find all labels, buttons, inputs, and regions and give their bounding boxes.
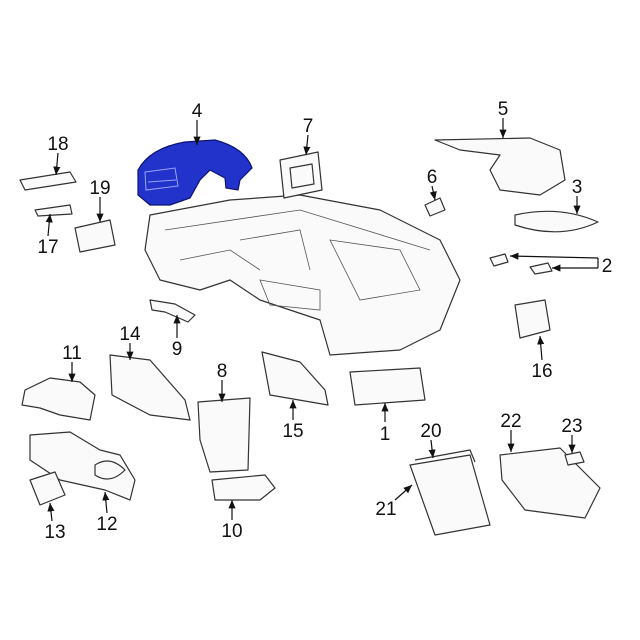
part-22[interactable] <box>499 447 601 519</box>
part-18[interactable] <box>19 171 77 191</box>
part-4-cluster-bezel[interactable] <box>137 139 253 206</box>
instrument-panel <box>144 194 461 356</box>
callout-12: 12 <box>96 514 117 535</box>
part-17[interactable] <box>34 204 73 217</box>
callout-13: 13 <box>44 522 65 543</box>
callout-9: 9 <box>172 339 183 360</box>
part-14[interactable] <box>109 354 191 421</box>
callout-23: 23 <box>561 416 582 437</box>
part-3[interactable] <box>514 210 599 233</box>
part-8[interactable] <box>197 397 251 473</box>
callout-18: 18 <box>47 134 68 155</box>
part-20-21[interactable] <box>409 449 491 536</box>
callout-8: 8 <box>217 361 228 382</box>
part-9[interactable] <box>149 299 196 323</box>
callout-19: 19 <box>89 178 110 199</box>
part-5[interactable] <box>434 137 566 196</box>
part-2b[interactable] <box>529 262 553 275</box>
part-13[interactable] <box>29 471 66 506</box>
part-6[interactable] <box>424 197 446 217</box>
part-12[interactable] <box>29 431 136 501</box>
callout-14: 14 <box>119 324 141 345</box>
callout-7: 7 <box>303 116 314 137</box>
callout-17: 17 <box>37 237 58 258</box>
part-16[interactable] <box>514 299 551 339</box>
leader-lines <box>45 118 599 522</box>
callout-21: 21 <box>375 499 396 520</box>
part-1[interactable] <box>349 367 426 406</box>
callout-11: 11 <box>62 343 82 364</box>
callouts: 1 2 3 4 5 6 7 8 9 10 11 12 13 14 15 16 1… <box>37 99 612 543</box>
callout-16: 16 <box>531 361 552 382</box>
callout-6: 6 <box>427 167 438 188</box>
callout-5: 5 <box>498 99 509 120</box>
callout-22: 22 <box>500 411 521 432</box>
part-19[interactable] <box>74 219 116 253</box>
part-11[interactable] <box>21 377 96 421</box>
part-10[interactable] <box>211 474 276 501</box>
callout-2: 2 <box>602 256 613 277</box>
callout-1: 1 <box>380 424 391 445</box>
part-15[interactable] <box>261 351 329 406</box>
part-23[interactable] <box>564 451 585 466</box>
callout-3: 3 <box>572 177 583 198</box>
callout-15: 15 <box>282 421 303 442</box>
part-7[interactable] <box>279 151 323 199</box>
part-2a[interactable] <box>489 253 509 267</box>
callout-4: 4 <box>192 101 203 122</box>
callout-20: 20 <box>420 421 441 442</box>
callout-10: 10 <box>221 521 242 542</box>
